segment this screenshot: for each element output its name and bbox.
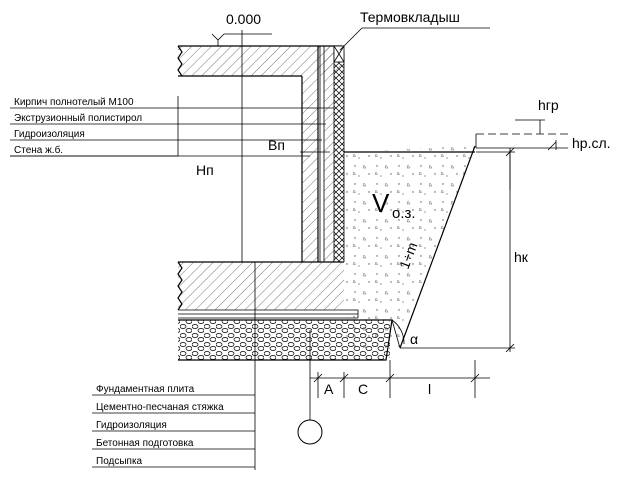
depth-dimension: [400, 147, 515, 353]
elevation-text: 0.000: [226, 11, 261, 27]
thermal-insert-label: Термовкладыш: [360, 9, 460, 25]
floor-slab: [177, 261, 344, 311]
hp-label: Hп: [196, 162, 214, 178]
foundation-layer-concrete-prep: Бетонная подготовка: [96, 438, 194, 449]
foundation-layer-slab: Фундаментная плита: [96, 384, 195, 395]
hgr-label: hгр: [538, 97, 559, 113]
wall-layer-eps: Экструзионный полистирол: [14, 113, 142, 124]
l-label: l: [428, 381, 431, 397]
dimension-labels: Hп Bп hгр hр.сл. hк: [196, 97, 611, 265]
wall-layers-legend: Кирпич полнотелый М100 Экструзионный пол…: [10, 96, 334, 157]
axis-marker-circle: [297, 419, 323, 445]
axis-lines: [241, 30, 323, 470]
foundation-layer-screed: Цементно-песчаная стяжка: [96, 402, 224, 413]
foundation-layer-waterproofing: Гидроизоляция: [96, 420, 167, 431]
a-label: A: [324, 381, 334, 397]
bp-label: Bп: [268, 137, 285, 153]
hk-label: hк: [514, 249, 529, 265]
thermal-insert-callout: Термовкладыш: [339, 9, 490, 51]
wall-layer-waterproofing: Гидроизоляция: [14, 129, 85, 140]
volume-main: V: [372, 188, 390, 218]
foundation-layer-fill: Подсыпка: [96, 456, 143, 467]
wall-layer-brick: Кирпич полнотелый М100: [14, 97, 134, 108]
width-dimension: A C l: [310, 360, 490, 398]
wall-insulation: [318, 45, 345, 262]
angle-label: α: [410, 331, 418, 347]
hrsl-label: hр.сл.: [572, 135, 611, 151]
volume-subscript: о.з.: [392, 205, 416, 222]
concrete-wall: [301, 46, 319, 262]
elevation-mark: 0.000: [211, 11, 272, 46]
volume-label: V о.з.: [372, 188, 416, 222]
ground-surface: [475, 119, 568, 190]
c-label: C: [358, 381, 368, 397]
foundation-layers-legend: Фундаментная плита Цементно-песчаная стя…: [92, 384, 255, 468]
wall-layer-concrete: Стена ж.б.: [14, 144, 63, 156]
upper-slab: [177, 45, 342, 77]
